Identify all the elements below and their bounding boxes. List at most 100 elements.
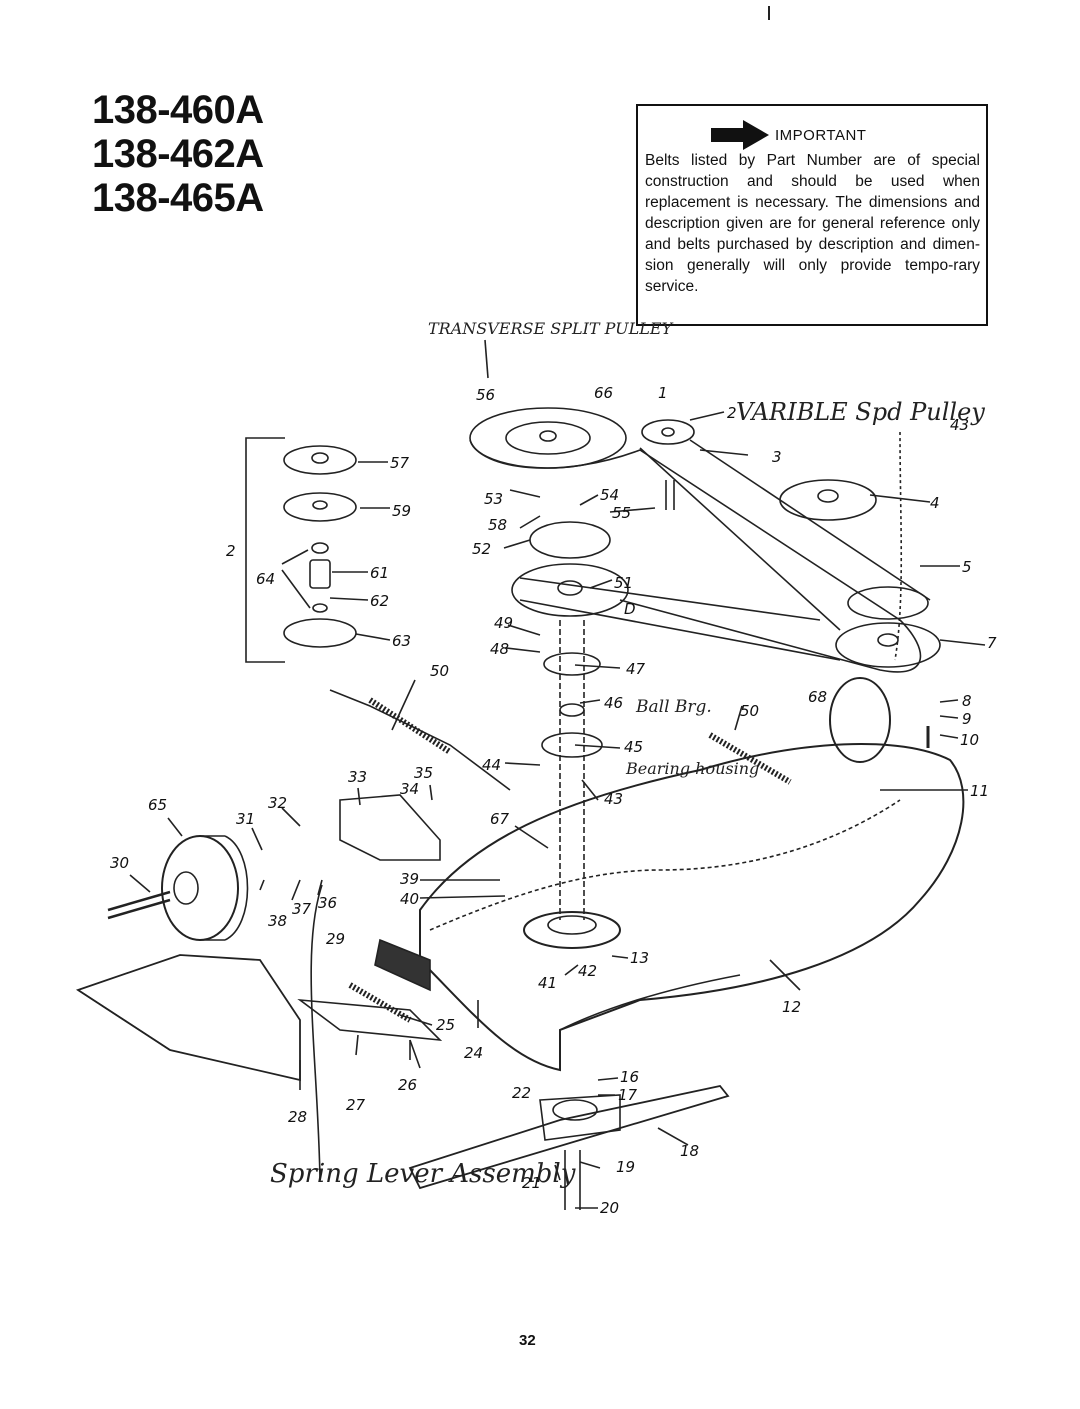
callout-59: 59 — [392, 502, 411, 520]
callout-63: 63 — [392, 632, 411, 650]
callout-61: 61 — [370, 564, 389, 582]
note-variable-pulley: VARIBLE Spd Pulley — [736, 398, 985, 426]
callout-9: 9 — [962, 710, 972, 728]
callout-31: 31 — [236, 810, 255, 828]
spindle-shaft — [559, 620, 585, 920]
part-61 — [309, 559, 331, 589]
callout-50-right: 50 — [740, 702, 759, 720]
callout-38: 38 — [268, 912, 287, 930]
callout-33: 33 — [348, 768, 367, 786]
part-63 — [283, 618, 357, 648]
notice-body: Belts listed by Part Number are of speci… — [645, 152, 980, 295]
part-59 — [283, 492, 357, 522]
callout-34: 34 — [400, 780, 419, 798]
deck-housing — [419, 743, 965, 1072]
pulley-2 — [641, 419, 695, 445]
page-number: 32 — [519, 1332, 536, 1349]
important-notice-box: IMPORTANT Belts listed by Part Number ar… — [636, 104, 988, 326]
callout-30: 30 — [110, 854, 129, 872]
callout-24: 24 — [464, 1044, 483, 1062]
callout-48: 48 — [490, 640, 509, 658]
callout-3: 3 — [772, 448, 782, 466]
callout-8: 8 — [962, 692, 972, 710]
callout-65: 65 — [148, 796, 167, 814]
callout-1: 1 — [658, 384, 668, 402]
callout-62: 62 — [370, 592, 389, 610]
callout-68: 68 — [808, 688, 827, 706]
arrow-right-icon — [711, 120, 769, 150]
pulley-4 — [779, 479, 877, 521]
callout-53: 53 — [484, 490, 503, 508]
model-number-3: 138-465A — [92, 176, 264, 220]
callout-45: 45 — [624, 738, 643, 756]
callout-56: 56 — [476, 386, 495, 404]
page-tick-mark — [768, 6, 770, 20]
callout-66: 66 — [594, 384, 613, 402]
callout-5: 5 — [962, 558, 972, 576]
callout-27: 27 — [346, 1096, 366, 1114]
callout-43-lower: 43 — [604, 790, 623, 808]
note-bearing-housing: Bearing housing — [625, 759, 759, 778]
model-number-2: 138-462A — [92, 132, 264, 176]
callout-32: 32 — [268, 794, 287, 812]
callout-2: 2 — [727, 404, 737, 422]
callout-20: 20 — [600, 1199, 619, 1217]
callout-11: 11 — [970, 782, 989, 800]
callout-17: 17 — [618, 1086, 638, 1104]
spring-50-left — [329, 689, 511, 791]
callout-d: D — [624, 600, 636, 618]
callout-41: 41 — [538, 974, 557, 992]
callout-26: 26 — [398, 1076, 417, 1094]
callout-37: 37 — [292, 900, 312, 918]
note-transverse-split: TRANSVERSE SPLIT PULLEY — [428, 319, 674, 338]
callout-50-left: 50 — [430, 662, 449, 680]
callout-10: 10 — [960, 731, 979, 749]
pulley-56 — [469, 407, 627, 469]
pulley-5 — [847, 586, 929, 620]
callout-57: 57 — [390, 454, 410, 472]
callout-52: 52 — [472, 540, 491, 558]
spindle-housing — [523, 911, 621, 949]
note-ball-bearing: Ball Brg. — [635, 697, 712, 717]
pulley-52 — [529, 521, 611, 559]
callout-40: 40 — [400, 890, 419, 908]
callout-51: 51 — [614, 574, 633, 592]
callout-18: 18 — [680, 1142, 699, 1160]
bracket-33 — [339, 794, 441, 861]
callout-16: 16 — [620, 1068, 639, 1086]
callout-54: 54 — [600, 486, 619, 504]
note-spring-lever: Spring Lever Assembly — [270, 1159, 576, 1189]
callout-43-upper: 43 — [950, 416, 969, 434]
belt-3 — [469, 439, 922, 673]
callout-46: 46 — [604, 694, 623, 712]
model-numbers: 138-460A 138-462A 138-465A — [92, 88, 264, 220]
blade-adapter-22 — [539, 1094, 621, 1141]
callout-22: 22 — [512, 1084, 531, 1102]
notice-heading: IMPORTANT — [711, 120, 980, 150]
spring-50-right — [708, 732, 792, 785]
lever-bracket-26 — [297, 998, 443, 1042]
notice-heading-text: IMPORTANT — [775, 126, 867, 144]
callout-36: 36 — [318, 894, 337, 912]
callout-67: 67 — [490, 810, 510, 828]
wheel-68 — [829, 677, 891, 763]
callout-19: 19 — [616, 1158, 635, 1176]
callout-28: 28 — [288, 1108, 307, 1126]
callout-39: 39 — [400, 870, 419, 888]
pulley-7 — [835, 622, 941, 668]
callout-7: 7 — [987, 634, 997, 652]
callout-64: 64 — [256, 570, 275, 588]
callout-55: 55 — [612, 504, 631, 522]
callout-2-group: 2 — [226, 542, 236, 560]
callout-4: 4 — [930, 494, 940, 512]
callout-25: 25 — [436, 1016, 455, 1034]
blade-18 — [408, 1085, 730, 1190]
callout-13: 13 — [630, 949, 649, 967]
callout-58: 58 — [488, 516, 507, 534]
pulley-51 — [511, 563, 629, 617]
discharge-chute — [75, 954, 301, 1082]
part-57 — [283, 445, 357, 475]
callout-21: 21 — [522, 1174, 541, 1192]
callout-12: 12 — [782, 998, 801, 1016]
